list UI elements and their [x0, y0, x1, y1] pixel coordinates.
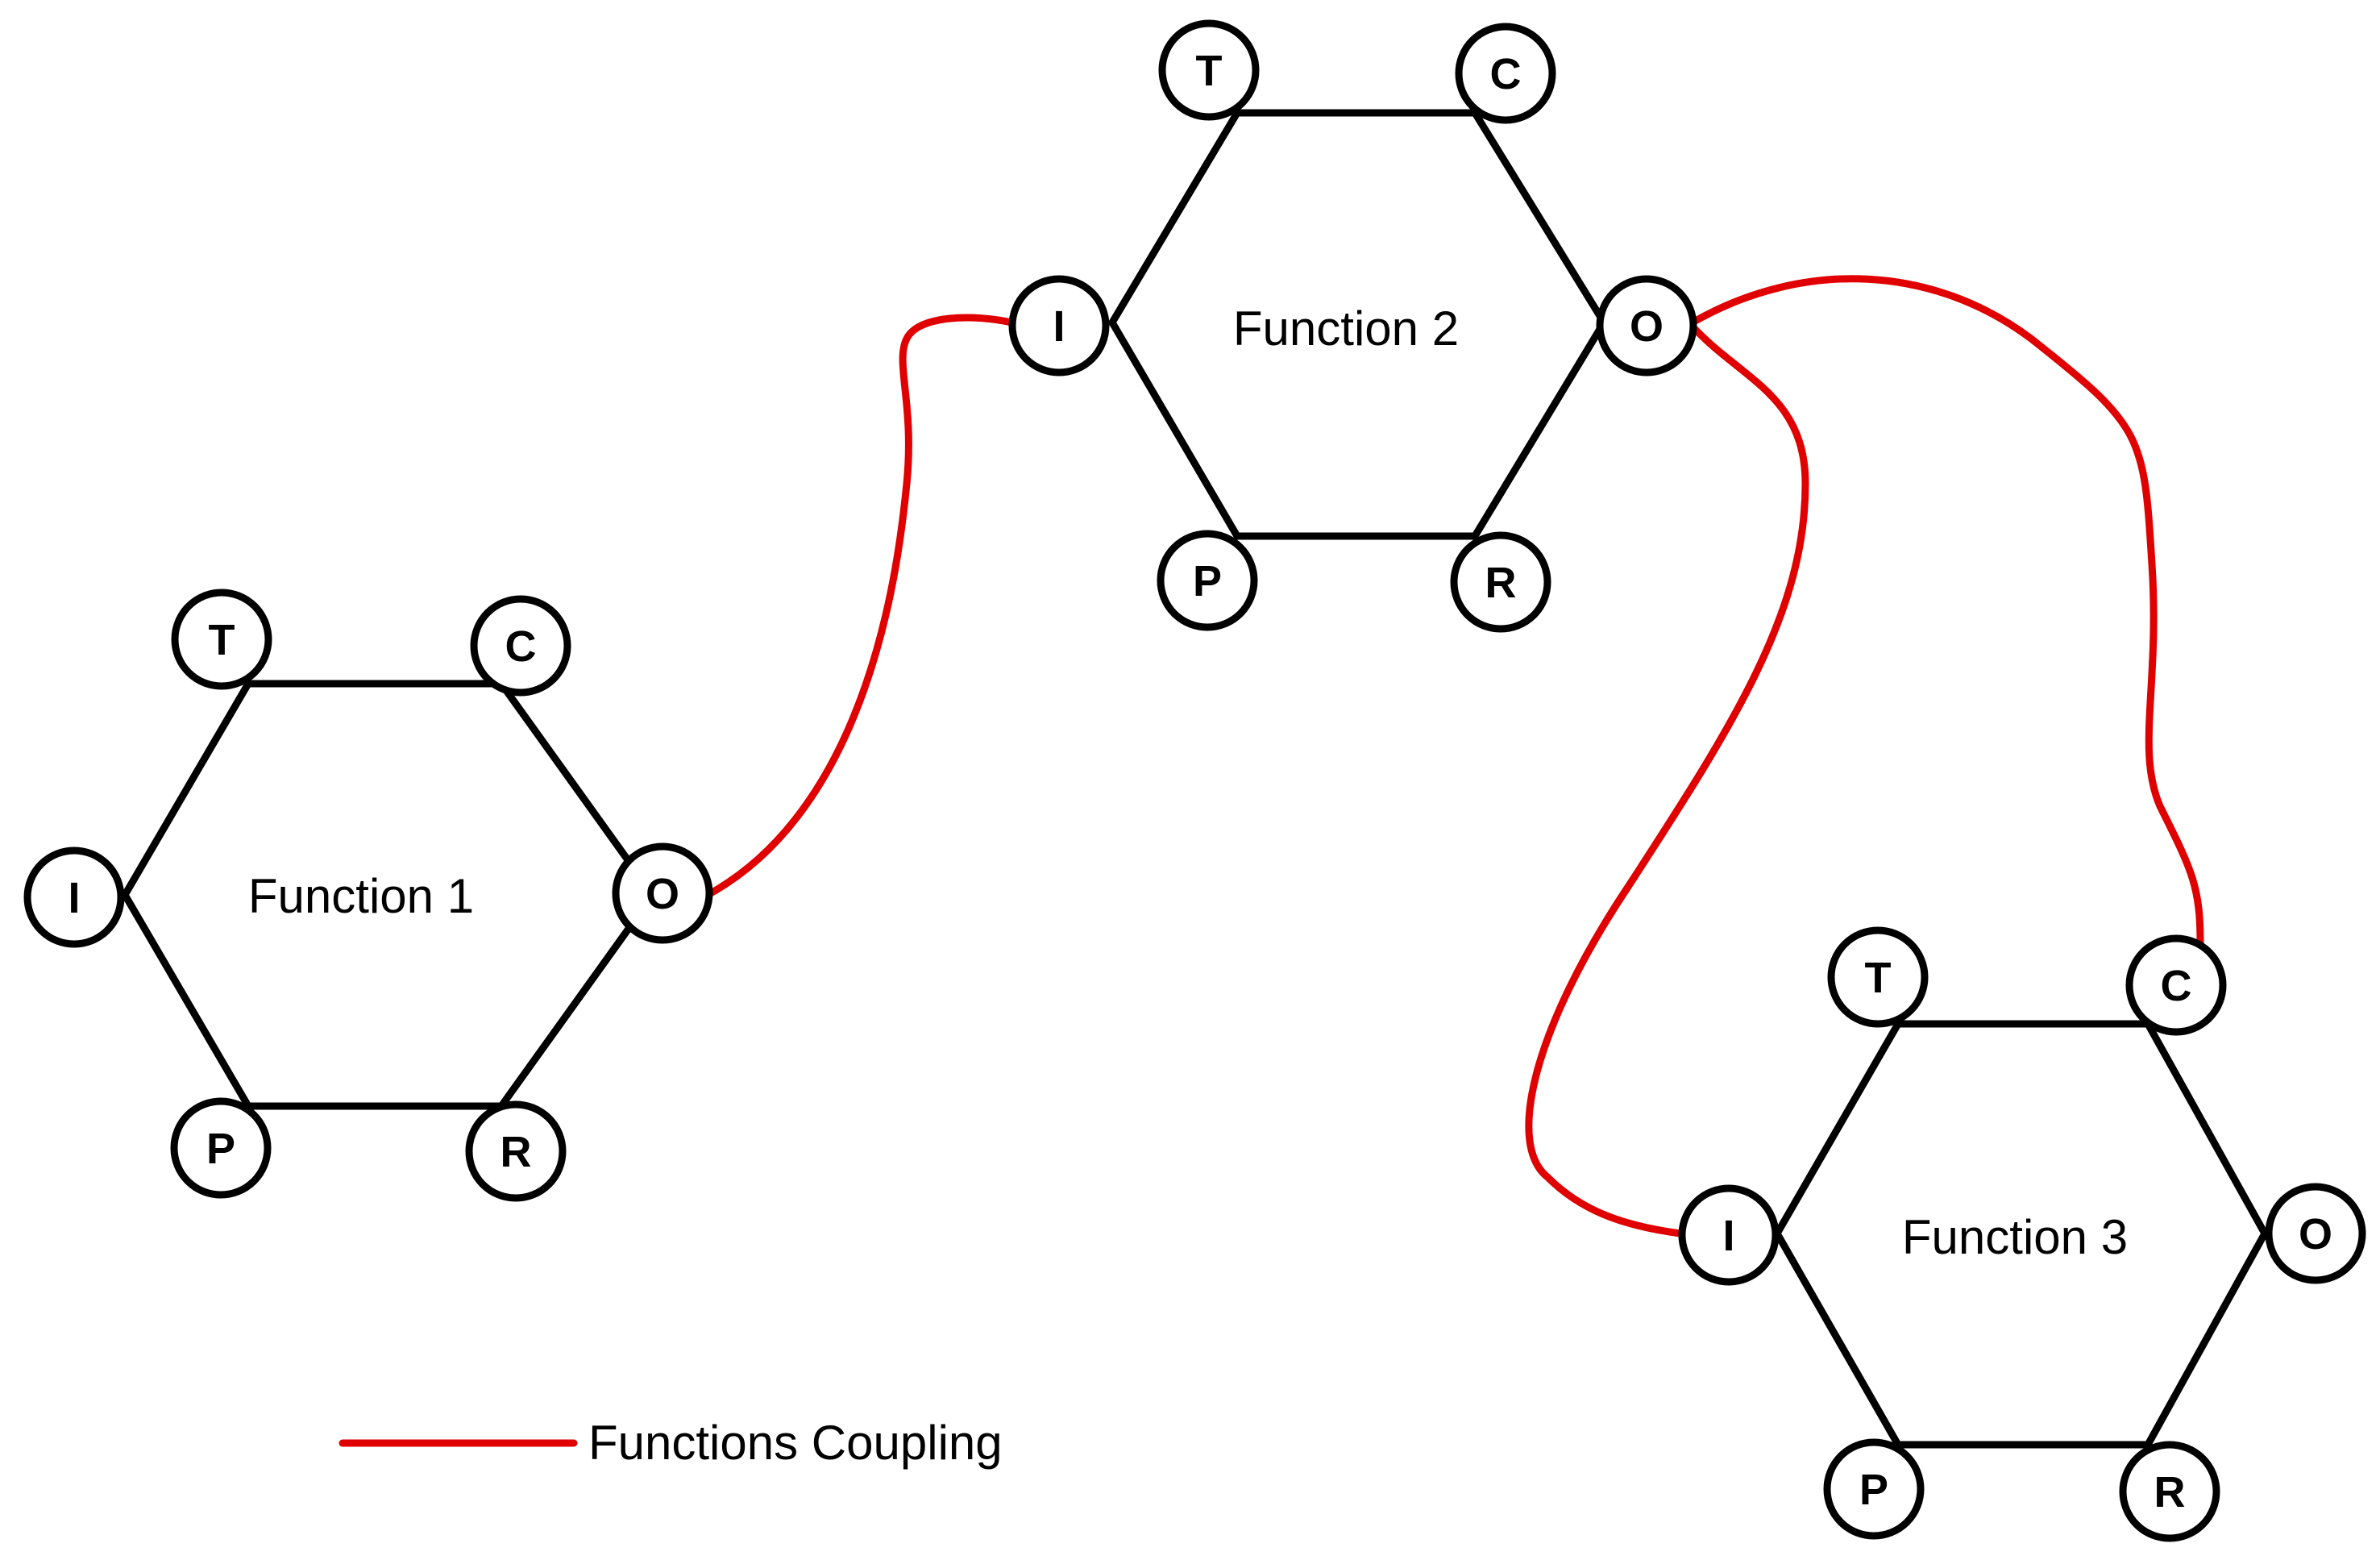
node-p-letter: P — [1859, 1466, 1888, 1514]
node-r-letter: R — [501, 1128, 532, 1176]
function-2-node-o[interactable]: O — [1596, 275, 1697, 376]
node-o-letter: O — [646, 870, 679, 918]
function-1-node-i[interactable]: I — [23, 847, 125, 948]
node-t-letter: T — [1865, 954, 1892, 1002]
legend-label: Functions Coupling — [588, 1416, 1003, 1470]
node-p-letter: P — [206, 1125, 235, 1173]
coupling-f1-output-to-f2-input — [704, 314, 1016, 899]
function-1-block: Function 1 T C O R P — [23, 589, 713, 1202]
node-c-letter: C — [505, 622, 537, 671]
function-2-node-t[interactable]: T — [1158, 19, 1260, 121]
function-3-node-c[interactable]: C — [2125, 934, 2227, 1036]
coupling-f2-output-to-f3-control — [1688, 275, 2204, 947]
coupling-lines — [704, 275, 2204, 1238]
node-i-letter: I — [68, 874, 80, 922]
node-c-letter: C — [1490, 50, 1522, 98]
node-t-letter: T — [1196, 47, 1223, 95]
function-2-label: Function 2 — [1233, 302, 1459, 356]
node-r-letter: R — [2154, 1468, 2186, 1516]
node-p-letter: P — [1193, 557, 1222, 605]
node-i-letter: I — [1722, 1212, 1734, 1260]
function-3-label: Function 3 — [1902, 1210, 2128, 1264]
node-t-letter: T — [209, 616, 235, 664]
node-o-letter: O — [1630, 302, 1664, 351]
function-1-node-p[interactable]: P — [170, 1097, 272, 1199]
function-3-node-t[interactable]: T — [1827, 926, 1929, 1028]
node-o-letter: O — [2299, 1210, 2332, 1258]
function-2-node-p[interactable]: P — [1157, 530, 1258, 631]
function-3-node-o[interactable]: O — [2265, 1183, 2366, 1284]
function-2-node-r[interactable]: R — [1450, 531, 1551, 633]
node-r-letter: R — [1485, 559, 1517, 607]
function-2-block: Function 2 T C O R P — [1008, 19, 1697, 633]
function-1-node-o[interactable]: O — [612, 842, 713, 944]
function-3-node-r[interactable]: R — [2119, 1441, 2220, 1542]
function-2-node-c[interactable]: C — [1455, 23, 1556, 124]
function-1-node-r[interactable]: R — [465, 1100, 567, 1202]
function-1-node-t[interactable]: T — [171, 589, 272, 690]
function-1-node-c[interactable]: C — [470, 595, 571, 697]
function-2-node-i[interactable]: I — [1008, 275, 1110, 376]
coupling-f2-output-to-f3-input — [1525, 322, 1809, 1238]
function-3-node-i[interactable]: I — [1678, 1184, 1780, 1286]
legend: Functions Coupling — [339, 1416, 1003, 1470]
node-i-letter: I — [1053, 302, 1065, 351]
function-1-label: Function 1 — [248, 869, 474, 923]
node-c-letter: C — [2161, 962, 2192, 1010]
function-3-block: Function 3 T C O R P — [1678, 926, 2366, 1542]
function-3-node-p[interactable]: P — [1823, 1438, 1925, 1540]
